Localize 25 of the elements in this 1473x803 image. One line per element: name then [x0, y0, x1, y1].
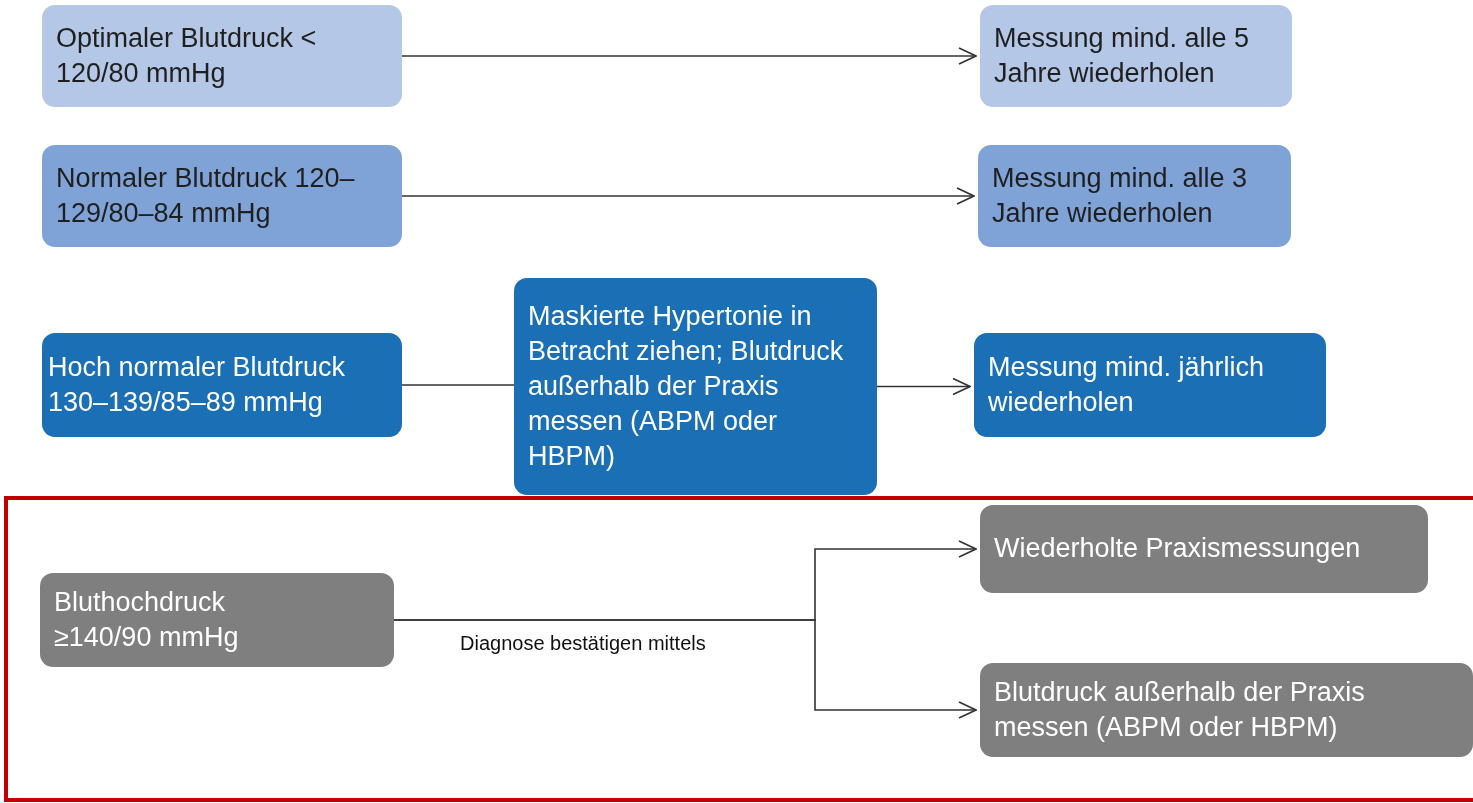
box-text: Optimaler Blutdruck < 120/80 mmHg [56, 21, 318, 90]
process-box [974, 333, 1326, 437]
process-box [42, 5, 402, 107]
process-box [42, 145, 402, 247]
process-box [980, 663, 1473, 757]
process-box [514, 278, 877, 495]
box-text: Maskierte Hypertonie in Betracht ziehen; Blutdruck außerhalb der Praxis messen (ABPM oder HBPM) [528, 299, 845, 474]
arrow [876, 377, 971, 396]
box-text: Bluthochdruck ≥140/90 mmHg [54, 585, 240, 654]
box-text: Hoch normaler Blutdruck 130–139/85–89 mmHg [48, 350, 347, 419]
process-box [980, 5, 1292, 107]
process-box [42, 333, 402, 437]
box-text: Messung mind. alle 3 Jahre wiederholen [992, 161, 1249, 230]
process-box [978, 145, 1291, 247]
process-box [40, 573, 394, 667]
box-text: Messung mind. jährlich wiederholen [988, 350, 1266, 419]
box-text: Blutdruck außerhalb der Praxis messen (ABPM oder HBPM) [994, 675, 1366, 744]
box-text: Wiederholte Praxismessungen [994, 532, 1361, 566]
box-text: Normaler Blutdruck 120–129/80–84 mmHg [56, 161, 356, 230]
edge-label: Diagnose bestätigen mittels [460, 632, 706, 655]
box-text: Messung mind. alle 5 Jahre wiederholen [994, 21, 1251, 90]
arrow [401, 187, 975, 205]
arrow [401, 47, 977, 65]
arrow [393, 619, 977, 719]
process-box [980, 505, 1428, 593]
